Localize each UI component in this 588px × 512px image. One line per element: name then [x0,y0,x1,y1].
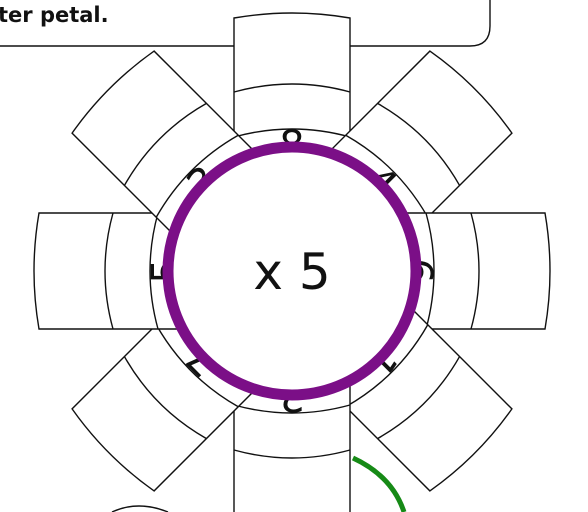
stem [353,458,404,512]
instruction-text: ter petal. [0,3,109,27]
leaf-edge [112,506,168,512]
center-label: x 5 [253,243,330,301]
